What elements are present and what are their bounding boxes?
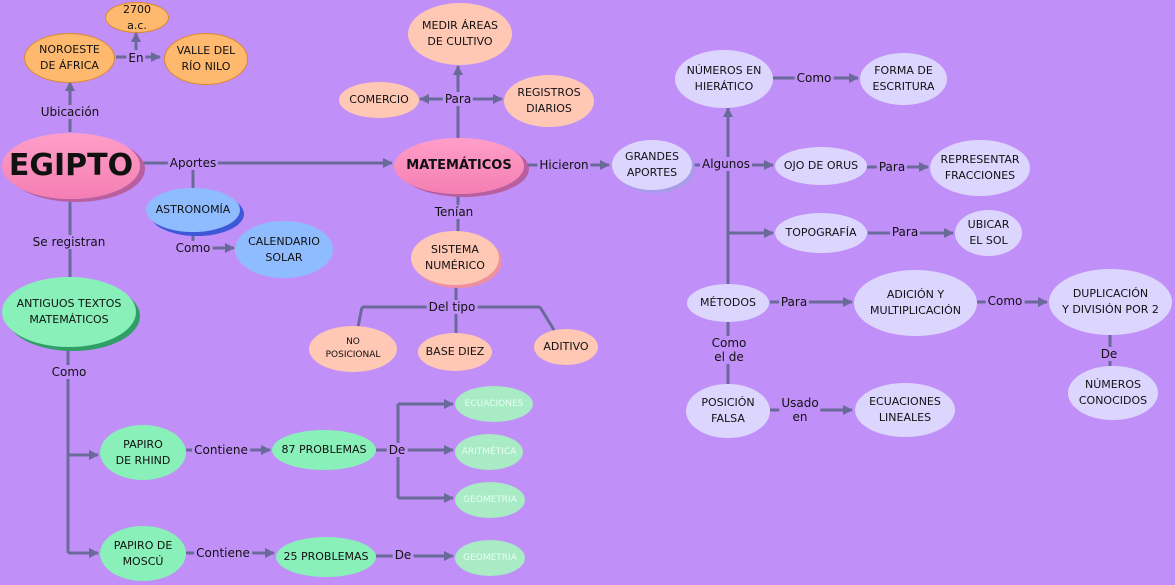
node-grandes-aportes: GRANDES APORTES [612, 140, 692, 190]
label-se-registran: Se registran [30, 235, 108, 249]
label-usado-en: Usado en [779, 396, 821, 424]
node-87-problemas: 87 PROBLEMAS [272, 430, 376, 470]
node-sistema-numerico: SISTEMA NUMÉRICO [411, 231, 499, 285]
node-forma-escritura: FORMA DE ESCRITURA [860, 53, 947, 105]
node-registros-diarios: REGISTROS DIARIOS [504, 75, 594, 127]
label-para-metodos: Para [778, 295, 810, 309]
node-medir-areas: MEDIR ÁREAS DE CULTIVO [408, 3, 512, 65]
node-matematicos: MATEMÁTICOS [394, 138, 524, 194]
node-noroeste-africa: NOROESTE DE ÁFRICA [24, 33, 115, 83]
label-como-adicion: Como [985, 294, 1025, 308]
node-numeros-conocidos: NÚMEROS CONOCIDOS [1068, 366, 1158, 420]
node-numeros-hieratico: NÚMEROS EN HIERÁTICO [675, 50, 773, 108]
label-como-hieratico: Como [794, 71, 834, 85]
label-hicieron: Hicieron [537, 158, 591, 172]
node-ojo-orus: OJO DE ORUS [775, 147, 867, 185]
label-ubicacion: Ubicación [38, 105, 102, 119]
node-papiro-rhind: PAPIRO DE RHIND [100, 425, 186, 480]
label-como-textos: Como [49, 365, 89, 379]
node-25-problemas: 25 PROBLEMAS [276, 537, 376, 577]
node-year-2700: 2700 a.c. [105, 2, 169, 33]
node-comercio: COMERCIO [339, 82, 419, 118]
node-aditivo: ADITIVO [534, 329, 598, 365]
label-tenian: Tenían [432, 205, 476, 219]
node-metodos: MÉTODOS [687, 284, 769, 322]
label-del-tipo: Del tipo [426, 300, 478, 314]
node-no-posicional: NO POSICIONAL [309, 326, 397, 372]
node-aritmetica-ghost: ARITMÉTICA [455, 434, 523, 470]
node-posicion-falsa: POSICIÓN FALSA [686, 384, 770, 438]
node-geometria-ghost-1: GEOMETRIA [455, 482, 525, 518]
node-egipto: EGIPTO [2, 133, 140, 199]
node-representar-fracciones: REPRESENTAR FRACCIONES [930, 140, 1030, 196]
label-para-orus: Para [876, 160, 908, 174]
node-base-diez: BASE DIEZ [418, 333, 492, 371]
label-en: En [126, 51, 146, 65]
label-aportes: Aportes [167, 156, 219, 170]
node-papiro-moscu: PAPIRO DE MOSCÚ [100, 526, 186, 581]
node-ecuaciones-ghost: ECUACIONES [455, 386, 533, 422]
label-para-topografia: Para [889, 225, 921, 239]
node-astronomia: ASTRONOMÍA [146, 188, 240, 232]
label-algunos: Algunos [700, 157, 752, 171]
label-contiene-moscu: Contiene [194, 546, 252, 560]
node-calendario-solar: CALENDARIO SOLAR [235, 221, 333, 278]
node-duplicacion-division: DUPLICACIÓN Y DIVISIÓN POR 2 [1049, 269, 1172, 335]
label-como-astronomia: Como [173, 241, 213, 255]
label-de-25: De [392, 548, 414, 562]
node-topografia: TOPOGRAFÍA [775, 213, 867, 253]
label-de-duplicacion: De [1098, 347, 1120, 361]
node-valle-nilo: VALLE DEL RÍO NILO [164, 33, 248, 85]
label-para-matematicos: Para [442, 92, 474, 106]
node-antiguos-textos: ANTIGUOS TEXTOS MATEMÁTICOS [2, 277, 136, 347]
label-contiene-rhind: Contiene [192, 443, 250, 457]
node-ecuaciones-lineales: ECUACIONES LINEALES [855, 383, 955, 437]
node-adicion-multiplicacion: ADICIÓN Y MULTIPLICACIÓN [854, 270, 977, 336]
label-de-87: De [386, 443, 408, 457]
node-ubicar-sol: UBICAR EL SOL [955, 210, 1022, 256]
node-geometria-ghost-2: GEOMETRIA [455, 540, 525, 576]
label-como-el-de: Como el de [709, 336, 749, 364]
